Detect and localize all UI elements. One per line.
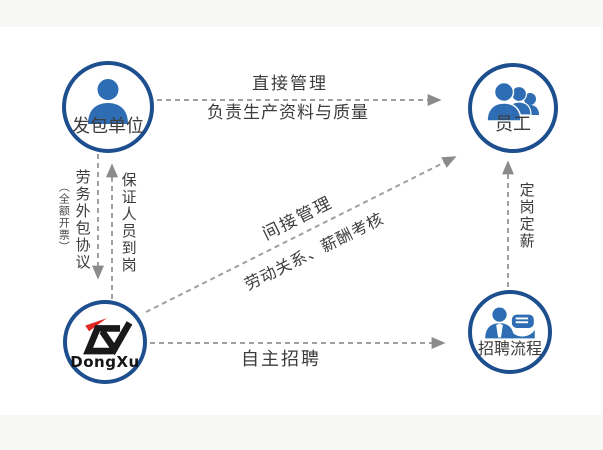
node-label-recruitment: 招聘流程 (477, 339, 542, 358)
edge-label-invoice-note: （全额开票） (57, 181, 71, 253)
background-band-bottom (0, 415, 603, 450)
node-employees: 员工 (468, 63, 558, 153)
node-contracting-unit: 发包单位 (62, 61, 154, 153)
edge-label-direct-management: 直接管理 (252, 74, 328, 94)
edge-label-indirect-management-group: 间接管理 劳动关系、薪酬考核 (223, 171, 388, 295)
edge-label-self-recruit: 自主招聘 (241, 349, 321, 370)
person-icon (88, 79, 128, 124)
recruiter-computer-icon (485, 307, 535, 339)
dongxu-logo (83, 317, 133, 355)
node-dongxu: DongXu (63, 300, 147, 384)
node-recruitment: 招聘流程 (468, 290, 552, 374)
node-label-employees: 员工 (495, 114, 531, 135)
edge-label-guarantee-staff: 保证人员到岗 (119, 172, 138, 274)
people-group-icon (486, 82, 539, 122)
edge-label-outsourcing-agreement: 劳务外包协议 (73, 169, 92, 271)
edge-label-post-salary: 定岗定薪 (517, 182, 536, 250)
edge-label-production-quality: 负责生产资料与质量 (207, 103, 369, 123)
background-band-top (0, 0, 603, 27)
node-label-contracting-unit: 发包单位 (72, 116, 144, 137)
node-label-dongxu: DongXu (70, 352, 140, 371)
